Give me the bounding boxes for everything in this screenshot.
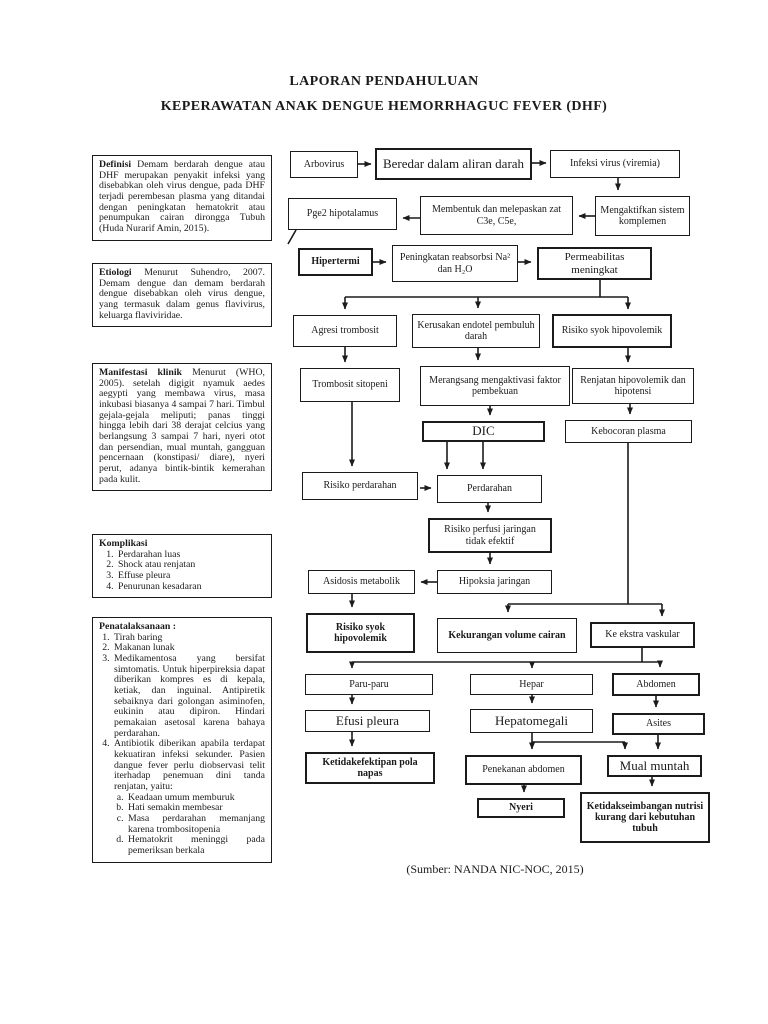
document-title-line1: LAPORAN PENDAHULUAN <box>289 74 479 89</box>
flow-node-peningkatan-reabsorbsi: Peningkatan reabsorbsi Na² dan H₂O <box>392 245 518 282</box>
flow-node-arbovirus: Arbovirus <box>290 151 358 178</box>
komplikasi-list: Perdarahan luas Shock atau renjatan Effu… <box>99 549 265 593</box>
flow-node-hepatomegali: Hepatomegali <box>470 709 593 733</box>
flow-node-dic: DIC <box>422 421 545 442</box>
panel-komplikasi: Komplikasi Perdarahan luas Shock atau re… <box>92 534 272 599</box>
flow-node-agresi-trombosit: Agresi trombosit <box>293 315 397 347</box>
flow-node-kebocoran-plasma: Kebocoran plasma <box>565 420 692 443</box>
flow-node-abdomen: Abdomen <box>612 673 700 696</box>
flow-node-asidosis-metabolik: Asidosis metabolik <box>308 570 415 594</box>
flow-node-perdarahan: Perdarahan <box>437 475 542 503</box>
flow-node-risiko-syok-hipovolemik-1: Risiko syok hipovolemik <box>552 314 672 348</box>
flow-node-nyeri: Nyeri <box>477 798 565 818</box>
list-item: Hati semakin membesar <box>126 803 265 814</box>
flow-node-mengaktifkan-komplemen: Mengaktifkan sistem komplemen <box>595 196 690 236</box>
flow-node-risiko-perdarahan: Risiko perdarahan <box>302 472 418 500</box>
panel-manifestasi-lead: Manifestasi klinik <box>99 367 183 378</box>
flow-node-ketidakseimbangan-nutrisi: Ketidakseimbangan nutrisi kurang dari ke… <box>580 792 710 843</box>
panel-manifestasi-body: Menurut (WHO, 2005). setelah digigit nya… <box>99 367 266 485</box>
list-item: Keadaan umum memburuk <box>126 792 265 804</box>
flow-node-permeabilitas-meningkat: Permeabilitas meningkat <box>537 247 652 280</box>
flow-node-beredar-dalam-aliran-darah: Beredar dalam aliran darah <box>375 148 532 180</box>
flow-node-trombosit-sitopeni: Trombosit sitopeni <box>300 368 400 402</box>
source-caption: (Sumber: NANDA NIC-NOC, 2015) <box>406 862 584 876</box>
list-item: Penurunan kesadaran <box>116 581 265 593</box>
flow-node-efusi-pleura: Efusi pleura <box>305 710 430 732</box>
list-item: Medikamentosa yang bersifat simtomatis. … <box>112 653 265 739</box>
flow-node-penekanan-abdomen: Penekanan abdomen <box>465 755 582 785</box>
panel-manifestasi: Manifestasi klinik Menurut (WHO, 2005). … <box>92 363 272 492</box>
panel-penatalaksanaan-heading: Penatalaksanaan : <box>99 621 177 632</box>
flow-node-pge2-hipotalamus: Pge2 hipotalamus <box>288 198 397 230</box>
list-item: Effuse pleura <box>116 570 265 582</box>
list-item: Perdarahan luas <box>116 549 265 561</box>
flow-node-hepar: Hepar <box>470 674 593 695</box>
list-item: Masa perdarahan memanjang karena trombos… <box>126 813 265 835</box>
flow-node-kerusakan-endotel: Kerusakan endotel pembuluh darah <box>412 314 540 348</box>
panel-etiologi-body: Menurut Suhendro, 2007. Demam dengue dan… <box>99 267 265 321</box>
panel-komplikasi-heading: Komplikasi <box>99 538 148 549</box>
flow-node-membentuk-melepaskan: Membentuk dan melepaskan zat C3e, C5e, <box>420 196 573 235</box>
flow-node-hipertermi: Hipertermi <box>298 248 373 276</box>
list-item: Hematokrit meninggi pada pemeriksan berk… <box>126 835 265 857</box>
flow-node-renjatan-hipovolemik: Renjatan hipovolemik dan hipotensi <box>572 368 694 404</box>
panel-definisi-lead: Definisi <box>99 159 132 170</box>
panel-etiologi-lead: Etiologi <box>99 267 132 278</box>
panel-definisi-body: Demam berdarah dengue atau DHF merupakan… <box>99 159 265 235</box>
flow-node-ketidakefektipan-pola-napas: Ketidakefektipan pola napas <box>305 752 435 784</box>
penatalaksanaan-list: Tirah baring Makanan lunak Medikamentosa… <box>99 632 265 857</box>
document-title-line2: KEPERAWATAN ANAK DENGUE HEMORRHAGUC FEVE… <box>160 99 608 114</box>
flow-node-mual-muntah: Mual muntah <box>607 755 702 777</box>
flow-node-asites: Asites <box>612 713 705 735</box>
list-item: Antibiotik diberikan apabila terdapat ke… <box>112 739 265 856</box>
list-item: Makanan lunak <box>112 643 265 654</box>
list-item: Shock atau renjatan <box>116 560 265 571</box>
flow-node-infeksi-virus-viremia: Infeksi virus (viremia) <box>550 150 680 178</box>
flow-node-risiko-syok-hipovolemik-2: Risiko syok hipovolemik <box>306 613 415 653</box>
list-item: Tirah baring <box>112 632 265 644</box>
flow-node-merangsang-faktor-pembekuan: Merangsang mengaktivasi faktor pembekuan <box>420 366 570 406</box>
panel-penatalaksanaan: Penatalaksanaan : Tirah baring Makanan l… <box>92 617 272 863</box>
flow-node-kekurangan-volume-cairan: Kekurangan volume cairan <box>437 618 577 653</box>
panel-etiologi: Etiologi Menurut Suhendro, 2007. Demam d… <box>92 263 272 328</box>
penatalaksanaan-sublist: Keadaan umum memburuk Hati semakin membe… <box>114 792 265 857</box>
list-item-text: Antibiotik diberikan apabila terdapat ke… <box>114 738 265 793</box>
panel-definisi: Definisi Demam berdarah dengue atau DHF … <box>92 155 272 241</box>
flow-node-hipoksia-jaringan: Hipoksia jaringan <box>437 570 552 594</box>
flow-node-ke-ekstra-vaskular: Ke ekstra vaskular <box>590 622 695 648</box>
flow-node-risiko-perfusi: Risiko perfusi jaringan tidak efektif <box>428 518 552 553</box>
flow-node-paru-paru: Paru-paru <box>305 674 433 695</box>
